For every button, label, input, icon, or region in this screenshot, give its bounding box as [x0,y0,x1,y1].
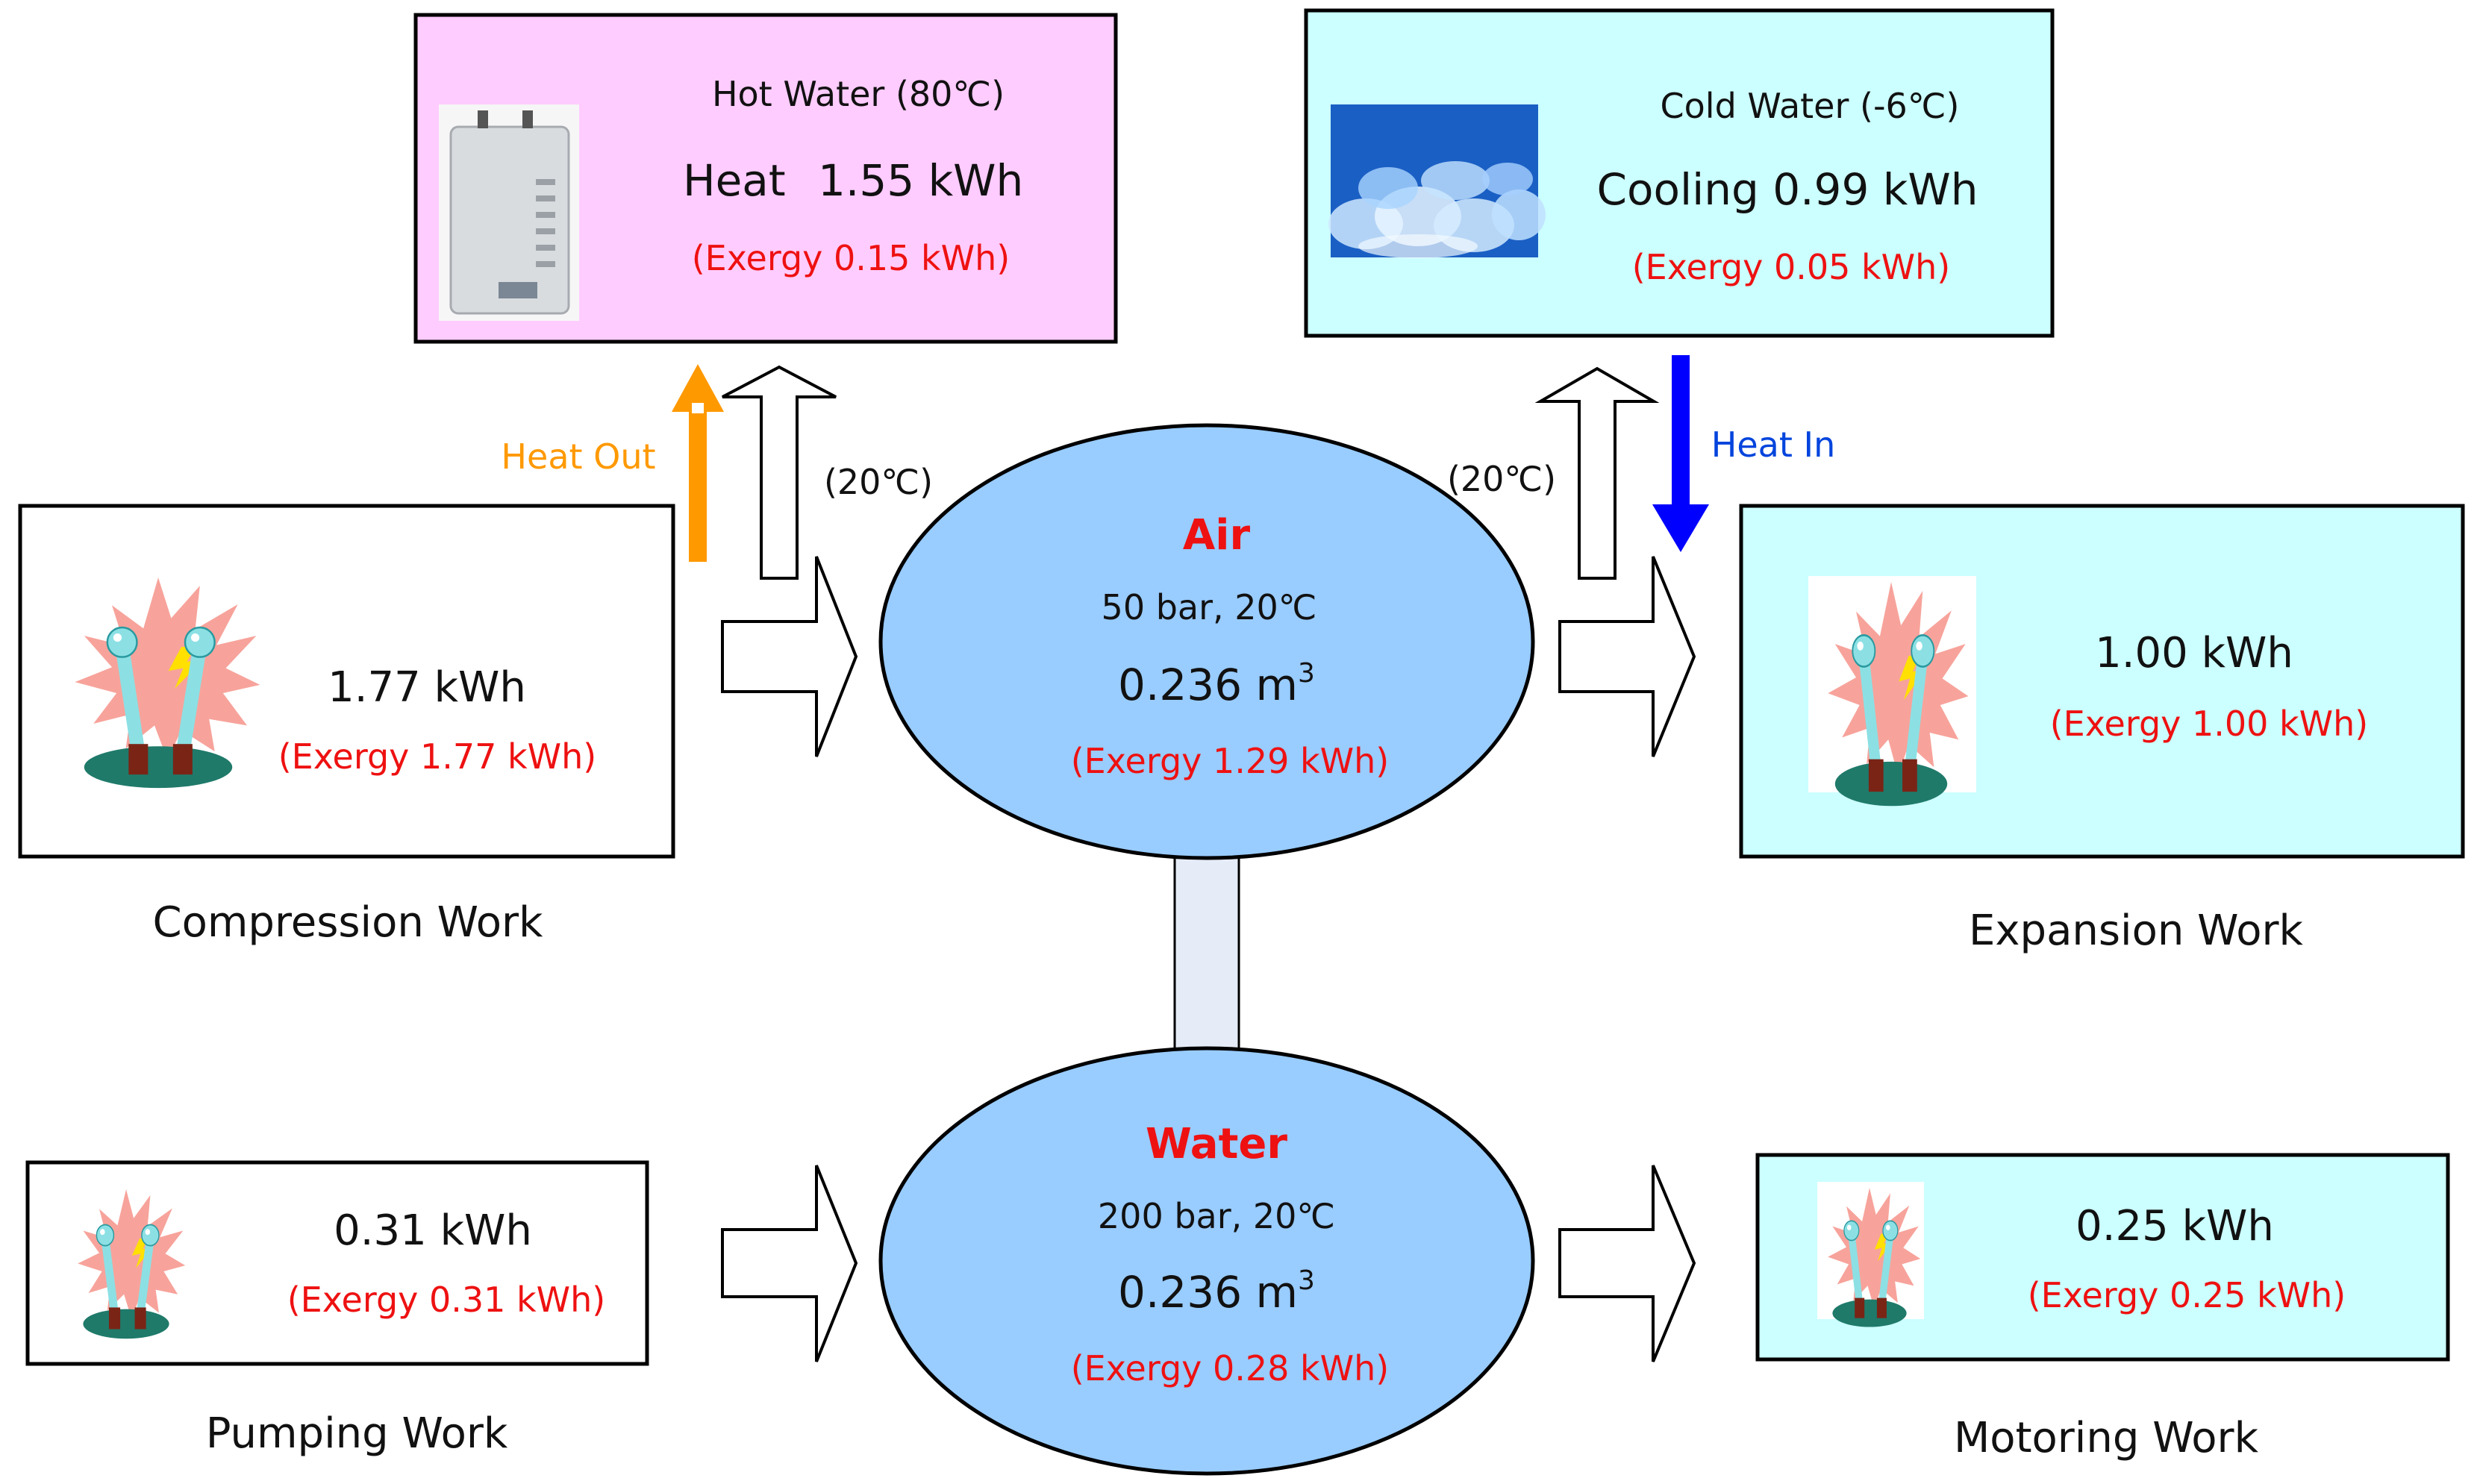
heat-value: 1.55 kWh [818,155,1023,206]
water-to-motoring-arrow [1558,1165,1696,1362]
air-conditions: 50 bar, 20℃ [1102,587,1317,627]
air-exergy: (Exergy 1.29 kWh) [1071,741,1390,781]
hollow-up-arrow-left [722,365,837,580]
expansion-caption: Expansion Work [1969,907,2304,955]
air-name: Air [1183,511,1251,560]
cold-water-exergy: (Exergy 0.05 kWh) [1632,247,1951,287]
ice-icon [1328,104,1546,258]
expansion-value: 1.00 kWh [2095,629,2293,677]
compression-caption: Compression Work [153,898,544,947]
expansion-exergy: (Exergy 1.00 kWh) [2050,704,2369,744]
motoring-spark-icon [1817,1182,1924,1327]
water-volume: 0.236 m3 [1118,1265,1315,1318]
hot-water-exergy: (Exergy 0.15 kWh) [692,238,1011,278]
cooling-value: Cooling 0.99 kWh [1597,164,1978,215]
water-ellipse [878,1046,1535,1476]
cold-water-title: Cold Water (-6℃) [1661,86,1960,126]
water-heater-icon [439,104,579,321]
hot-water-title: Hot Water (80℃) [712,74,1005,114]
heat-label: Heat [683,155,786,206]
left-temperature: (20℃) [824,462,933,502]
expansion-spark-icon [1808,576,1976,806]
pumping-exergy: (Exergy 0.31 kWh) [287,1280,606,1320]
motoring-exergy: (Exergy 0.25 kWh) [2028,1275,2346,1315]
air-volume: 0.236 m3 [1118,658,1315,710]
compression-value: 1.77 kWh [328,663,526,712]
compression-to-air-arrow [721,556,858,757]
pumping-caption: Pumping Work [206,1409,508,1458]
pumping-to-water-arrow [721,1165,858,1362]
water-name: Water [1146,1120,1287,1168]
water-conditions: 200 bar, 20℃ [1098,1196,1335,1236]
motoring-value: 0.25 kWh [2075,1202,2274,1250]
air-to-expansion-arrow [1558,556,1696,757]
right-temperature: (20℃) [1447,459,1556,499]
heat-out-arrow [672,364,724,562]
air-ellipse [878,423,1535,860]
air-water-connector [1173,851,1240,1055]
heat-in-label: Heat In [1711,425,1835,465]
heat-in-arrow [1652,355,1709,552]
pumping-value: 0.31 kWh [334,1206,532,1255]
hollow-up-arrow-right [1534,366,1660,580]
heat-out-label: Heat Out [501,436,655,477]
water-exergy: (Exergy 0.28 kWh) [1071,1348,1390,1388]
motoring-caption: Motoring Work [1954,1414,2259,1462]
compression-exergy: (Exergy 1.77 kWh) [278,736,597,777]
